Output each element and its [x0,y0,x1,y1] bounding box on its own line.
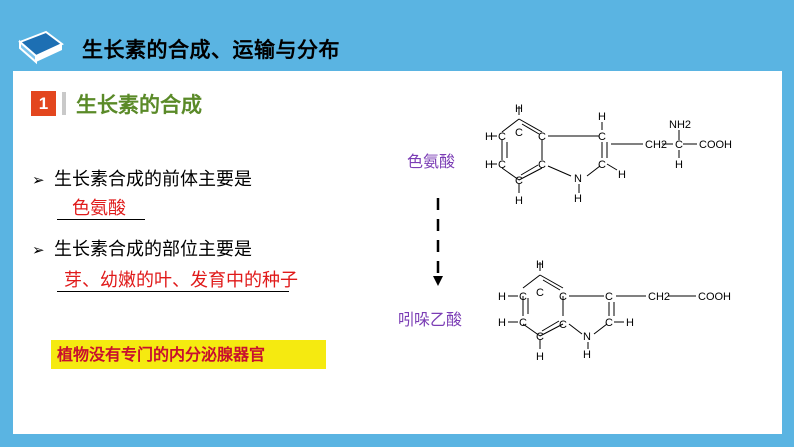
bullet-site: ➢ 生长素合成的部位主要是 [32,235,252,261]
arrow-bullet-icon: ➢ [32,241,45,259]
svg-text:C: C [559,291,567,303]
page-title: 生长素的合成、运输与分布 [82,38,340,62]
svg-text:C: C [519,291,527,303]
svg-text:H: H [574,193,582,205]
tryptophan-structure: H C H C H C C H C C H C C H N H CH2 NH2 … [485,103,732,207]
svg-text:H: H [626,317,634,329]
iaa-label: 吲哚乙酸 [398,310,463,329]
svg-text:H: H [498,317,506,329]
svg-text:C: C [675,139,683,151]
svg-text:C: C [498,131,506,143]
svg-text:COOH: COOH [698,291,731,303]
svg-text:H: H [485,131,493,143]
svg-text:C: C [605,291,613,303]
svg-text:H: H [536,259,544,271]
svg-text:H: H [583,349,591,361]
note-box: 植物没有专门的内分泌腺器官 [51,340,326,369]
svg-text:H: H [618,169,626,181]
svg-text:H: H [675,159,683,171]
svg-text:C: C [538,159,546,171]
svg-text:CH2: CH2 [648,291,670,303]
svg-text:C: C [515,127,523,139]
svg-text:H: H [515,103,523,115]
svg-text:H: H [536,351,544,363]
svg-text:C: C [519,317,527,329]
svg-text:C: C [598,159,606,171]
tryptophan-label: 色氨酸 [407,152,456,171]
bullet-text: 生长素合成的部位主要是 [54,239,252,260]
svg-text:C: C [538,131,546,143]
section-number-badge: 1 [31,91,56,116]
svg-text:H: H [515,195,523,207]
answer-site: 芽、幼嫩的叶、发育中的种子 [64,270,298,291]
svg-text:C: C [559,319,567,331]
svg-text:C: C [598,131,606,143]
svg-text:C: C [536,331,544,343]
bullet-text: 生长素合成的前体主要是 [54,169,252,190]
slide-content-area [13,71,782,434]
section-divider [62,92,66,115]
arrow-bullet-icon: ➢ [32,171,45,189]
answer-precursor: 色氨酸 [72,198,126,219]
svg-text:H: H [598,111,606,123]
svg-text:N: N [574,173,582,185]
svg-text:NH2: NH2 [669,119,691,131]
svg-text:CH2: CH2 [645,139,667,151]
section-title: 生长素的合成 [76,93,202,117]
svg-text:H: H [498,291,506,303]
svg-text:C: C [515,175,523,187]
svg-text:C: C [498,159,506,171]
svg-text:C: C [536,287,544,299]
svg-text:N: N [583,331,591,343]
svg-text:C: C [605,317,613,329]
conversion-arrow [433,198,443,286]
book-icon [18,30,64,65]
svg-text:H: H [485,159,493,171]
iaa-structure: H C H C H C C H C C C C H N H CH2 COOH [498,259,731,363]
answer-underline [57,291,289,292]
answer-underline [57,219,145,220]
svg-text:COOH: COOH [699,139,732,151]
bullet-precursor: ➢ 生长素合成的前体主要是 [32,165,252,191]
